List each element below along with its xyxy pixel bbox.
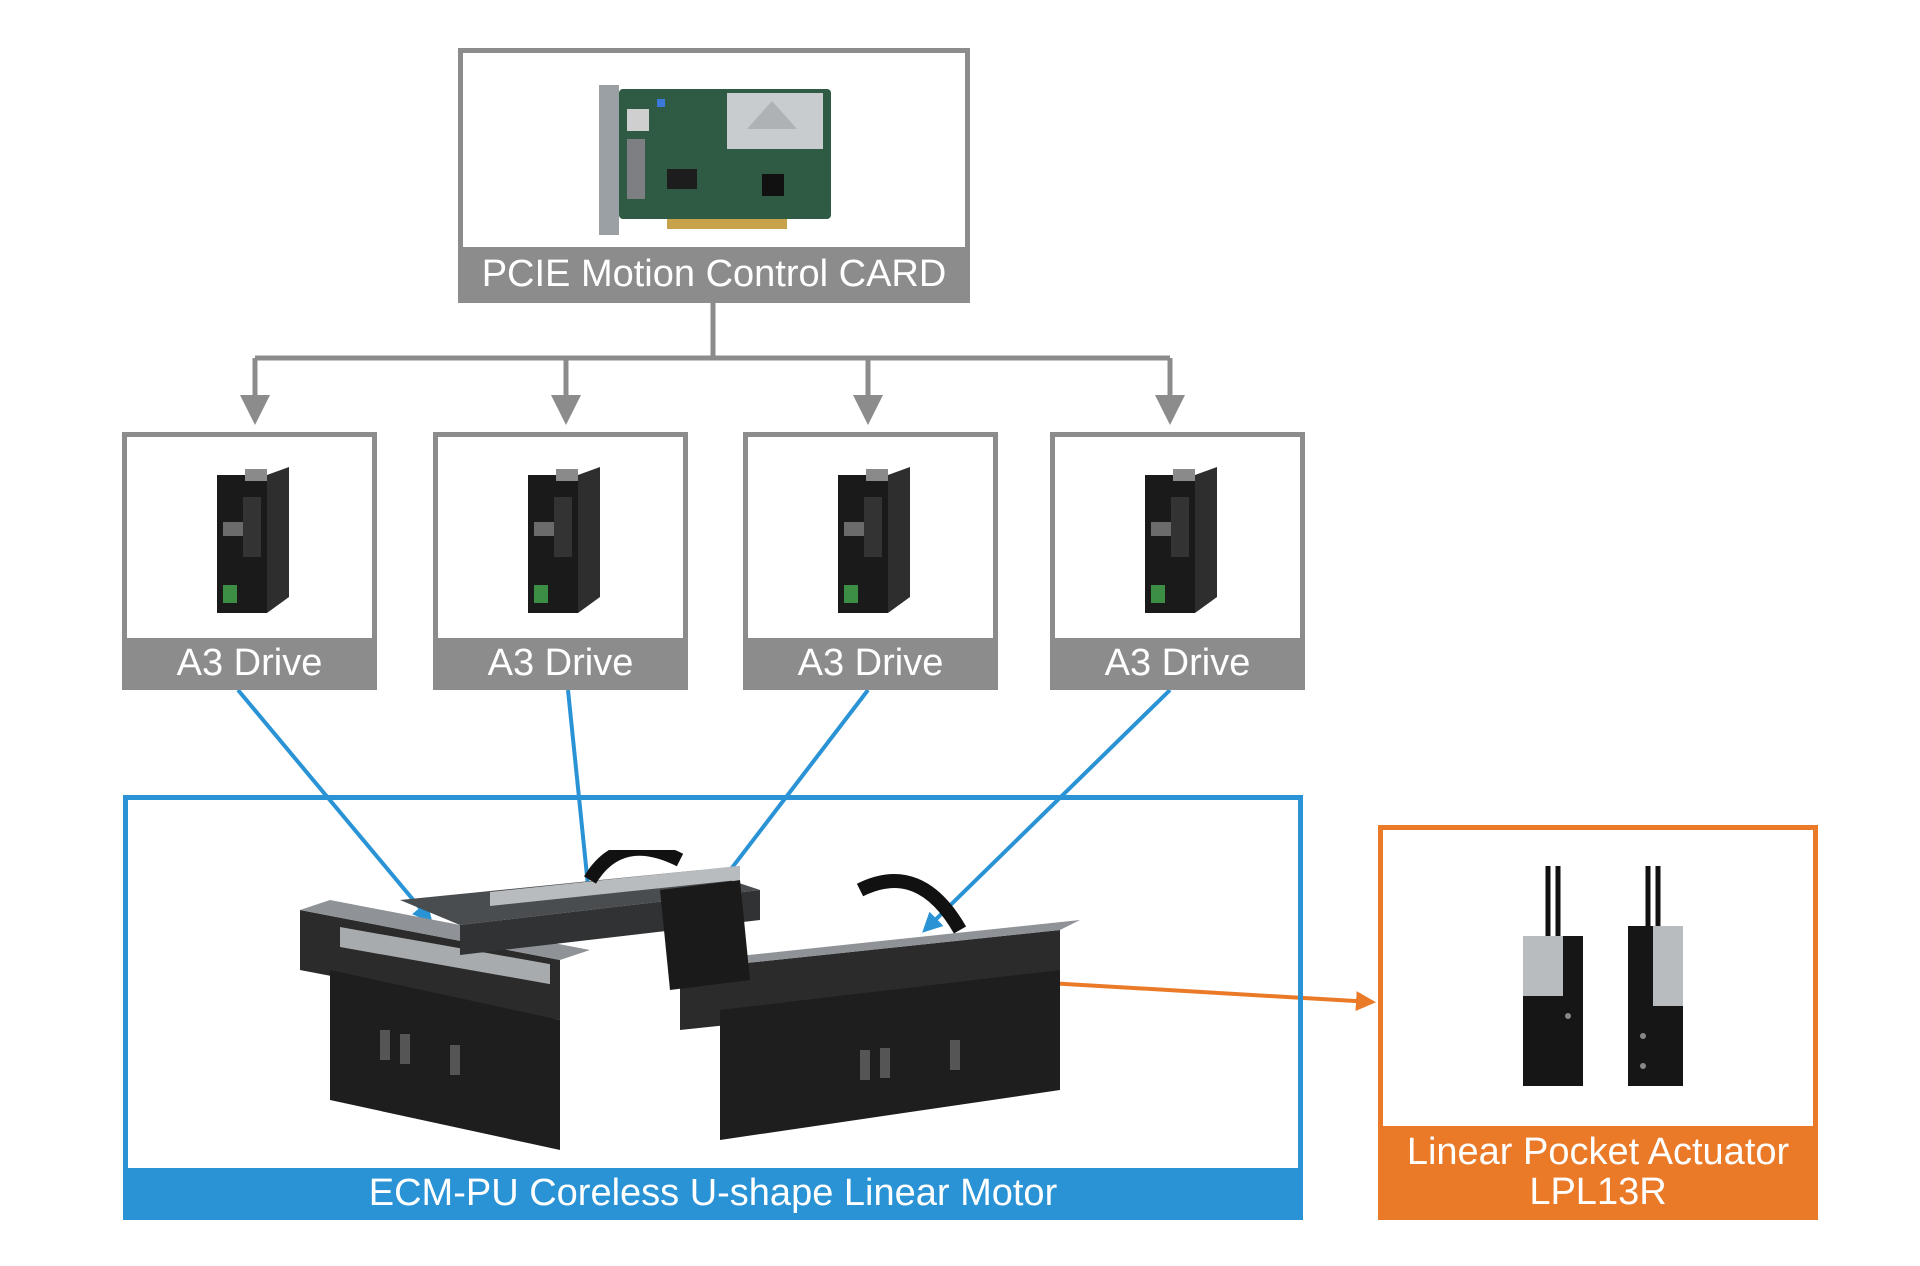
- linear-motor-label: ECM-PU Coreless U-shape Linear Motor: [123, 1168, 1303, 1220]
- a3-drive-image: [838, 467, 910, 613]
- pcie-card-box: PCIE Motion Control CARD: [458, 48, 970, 303]
- pocket-actuator-title-line1: Linear Pocket Actuator: [1406, 1131, 1790, 1174]
- drive-box-2: A3 Drive: [433, 432, 688, 690]
- drive-label-3: A3 Drive: [743, 638, 998, 690]
- drive-box-4: A3 Drive: [1050, 432, 1305, 690]
- drive-label-2: A3 Drive: [433, 638, 688, 690]
- drive-label-1: A3 Drive: [122, 638, 377, 690]
- drives-to-motor-arrows: [236, 688, 1172, 933]
- drive-label-4: A3 Drive: [1050, 638, 1305, 690]
- pcie-card-label: PCIE Motion Control CARD: [458, 247, 970, 303]
- pocket-actuator-title-line2: LPL13R: [1529, 1171, 1667, 1213]
- linear-motor-box: ECM-PU Coreless U-shape Linear Motor: [123, 795, 1303, 1220]
- drive-title-1: A3 Drive: [176, 642, 323, 685]
- pocket-actuator-box: Linear Pocket Actuator LPL13R: [1378, 825, 1818, 1220]
- drive-box-1: A3 Drive: [122, 432, 377, 690]
- drive-box-3: A3 Drive: [743, 432, 998, 690]
- pcie-card-title: PCIE Motion Control CARD: [481, 253, 947, 296]
- linear-motor-title: ECM-PU Coreless U-shape Linear Motor: [368, 1172, 1058, 1215]
- drive-title-4: A3 Drive: [1104, 642, 1251, 685]
- card-to-drives-connector: [240, 303, 1185, 425]
- a3-drive-image: [528, 467, 600, 613]
- linear-motor-gantry-image: [300, 850, 1080, 1150]
- pocket-actuator-image: [1523, 866, 1683, 1086]
- drive-title-2: A3 Drive: [487, 642, 634, 685]
- a3-drive-image: [217, 467, 289, 613]
- pcie-card-image: [599, 85, 831, 235]
- pocket-actuator-label: Linear Pocket Actuator LPL13R: [1378, 1126, 1818, 1220]
- a3-drive-image: [1145, 467, 1217, 613]
- drive-title-3: A3 Drive: [797, 642, 944, 685]
